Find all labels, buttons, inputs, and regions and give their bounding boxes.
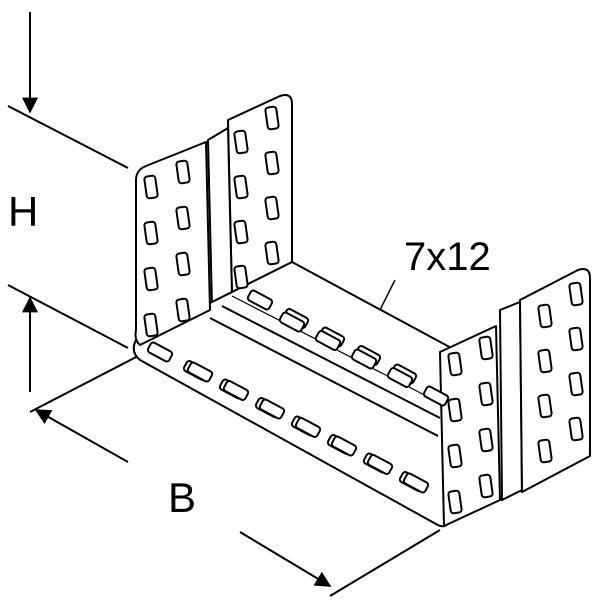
vertical-slot — [447, 351, 463, 377]
vertical-slot — [568, 326, 584, 352]
vertical-slot — [143, 266, 159, 292]
vertical-slot — [478, 473, 494, 499]
vertical-slot — [537, 303, 553, 329]
base-rib-line-1 — [209, 317, 439, 437]
width-extension-line-left — [29, 354, 141, 413]
vertical-slot — [478, 335, 494, 361]
height-dimension — [7, 12, 129, 392]
base-slot — [146, 341, 174, 363]
base-slot — [330, 435, 358, 457]
vertical-slot — [233, 264, 249, 290]
vertical-slot — [233, 174, 249, 200]
vertical-slot — [175, 251, 191, 277]
base-slot — [278, 311, 306, 333]
right-ridge — [499, 301, 523, 501]
base-slot — [222, 380, 250, 401]
base-slot — [366, 454, 394, 475]
vertical-slot — [264, 105, 280, 131]
base-slot — [186, 361, 214, 383]
vertical-slot — [233, 219, 249, 245]
width-dimension — [29, 354, 441, 597]
vertical-slot — [143, 312, 159, 338]
slot-group — [143, 105, 584, 515]
width-arrow-left — [34, 409, 129, 463]
base-slot — [246, 289, 274, 311]
hole-size-label: 7x12 — [404, 235, 491, 279]
width-arrow-right — [239, 531, 332, 587]
base-slot — [314, 330, 342, 351]
vertical-slot — [233, 129, 249, 155]
base-slot — [258, 398, 286, 420]
height-extension-line-top — [7, 105, 129, 169]
vertical-slot — [568, 416, 584, 442]
base-slot — [294, 417, 322, 438]
vertical-slot — [264, 240, 280, 266]
width-extension-line-right — [329, 529, 441, 597]
height-label: H — [8, 188, 38, 235]
vertical-slot — [478, 381, 494, 407]
vertical-slot — [568, 371, 584, 397]
vertical-slot — [447, 489, 463, 515]
base-slot — [350, 348, 378, 370]
vertical-slot — [264, 150, 280, 176]
height-extension-line-bottom — [7, 284, 129, 349]
vertical-slot — [447, 443, 463, 469]
base-slot — [386, 367, 414, 388]
width-label: B — [168, 474, 196, 521]
base-slot — [402, 472, 430, 494]
vertical-slot — [537, 438, 553, 464]
connector-part — [132, 94, 591, 528]
vertical-slot — [175, 205, 191, 231]
back-ridge — [207, 127, 233, 307]
base-rib-line-2 — [221, 305, 441, 419]
vertical-slot — [568, 281, 584, 307]
base-slot — [422, 385, 450, 407]
vertical-slot — [175, 159, 191, 185]
vertical-slot — [447, 397, 463, 423]
vertical-slot — [143, 220, 159, 246]
vertical-slot — [537, 348, 553, 374]
vertical-slot — [175, 297, 191, 323]
vertical-slot — [478, 427, 494, 453]
vertical-slot — [264, 195, 280, 221]
vertical-slot — [143, 174, 159, 200]
vertical-slot — [537, 393, 553, 419]
